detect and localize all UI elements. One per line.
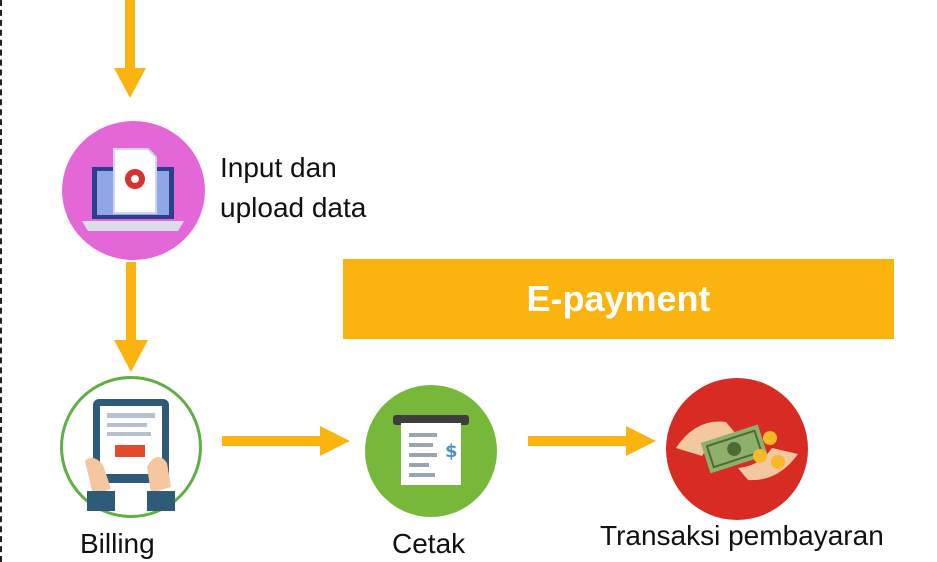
laptop-document-icon — [82, 148, 184, 231]
e-payment-banner: E-payment — [343, 259, 894, 339]
arrow-input-to-billing — [114, 262, 148, 372]
e-payment-banner-label: E-payment — [526, 278, 711, 319]
input-upload-label: Input dan upload data — [220, 148, 366, 228]
input-upload-node — [62, 121, 205, 260]
cetak-node: $ — [365, 385, 497, 517]
billing-label: Billing — [80, 528, 155, 559]
transaksi-label: Transaksi pembayaran — [600, 520, 884, 551]
input-label-line2: upload data — [220, 192, 367, 223]
printer-receipt-icon: $ — [393, 415, 469, 485]
cetak-label: Cetak — [392, 528, 466, 559]
hand-money-icon — [676, 421, 798, 481]
transaksi-node — [666, 378, 808, 520]
input-label-line1: Input dan — [220, 152, 337, 183]
billing-node — [60, 376, 202, 518]
arrow-into-input — [114, 0, 146, 98]
dashed-boundary-line — [0, 0, 2, 562]
tablet-billing-icon — [85, 399, 175, 511]
arrow-billing-to-cetak — [222, 426, 350, 456]
svg-text:$: $ — [445, 441, 458, 462]
arrow-cetak-to-transaksi — [528, 426, 656, 456]
